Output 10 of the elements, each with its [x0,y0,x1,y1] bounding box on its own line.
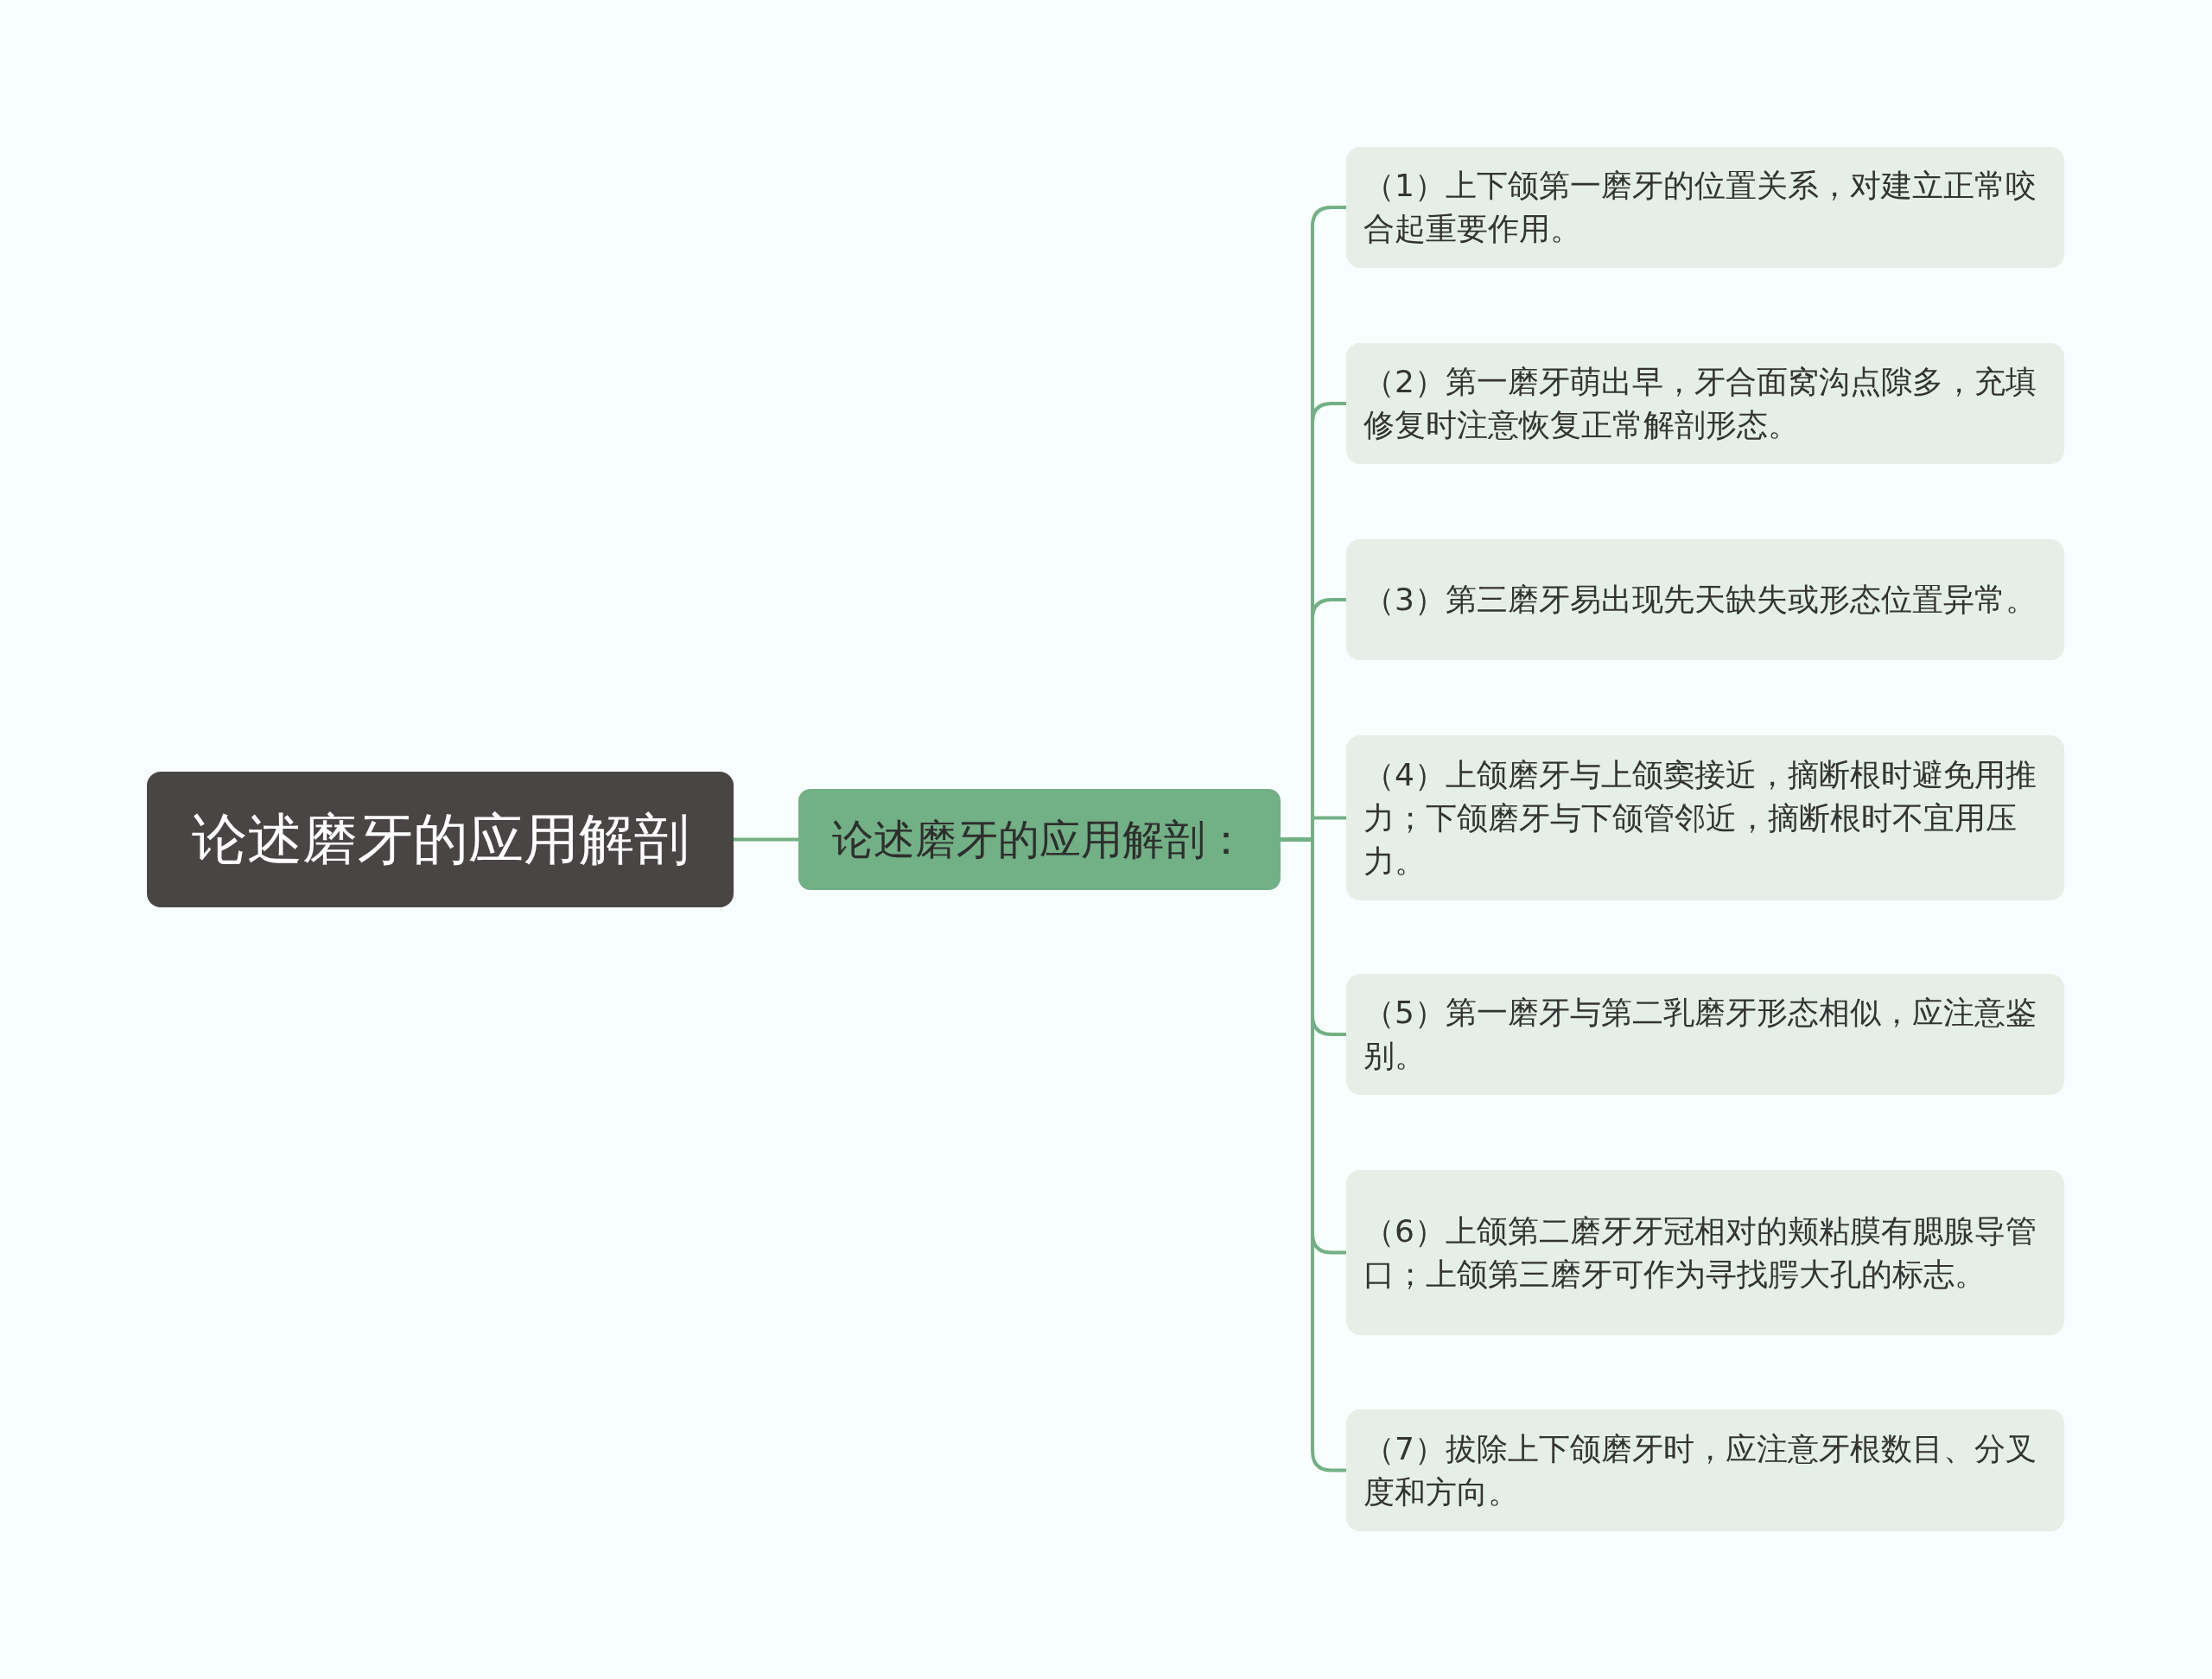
note-card: （4）上颌磨牙与上颌窦接近，摘断根时避免用推力；下颌磨牙与下颌管邻近，摘断根时不宜用压力。 [1346,735,2064,900]
note-card: （5）第一磨牙与第二乳磨牙形态相似，应注意鉴别。 [1346,974,2064,1095]
connector-line [734,837,798,842]
note-card: （7）拔除上下颌磨牙时，应注意牙根数目、分叉度和方向。 [1346,1409,2064,1531]
subtopic-box: 论述磨牙的应用解剖： [798,789,1281,890]
note-card: （3）第三磨牙易出现先天缺失或形态位置异常。 [1346,539,2064,660]
topic-box: 论述磨牙的应用解剖 [147,772,734,907]
note-card: （2）第一磨牙萌出早，牙合面窝沟点隙多，充填修复时注意恢复正常解剖形态。 [1346,343,2064,464]
note-card: （1）上下颌第一磨牙的位置关系，对建立正常咬合起重要作用。 [1346,147,2064,268]
note-card: （6）上颌第二磨牙牙冠相对的颊粘膜有腮腺导管口；上颌第三磨牙可作为寻找腭大孔的标志。 [1346,1170,2064,1335]
